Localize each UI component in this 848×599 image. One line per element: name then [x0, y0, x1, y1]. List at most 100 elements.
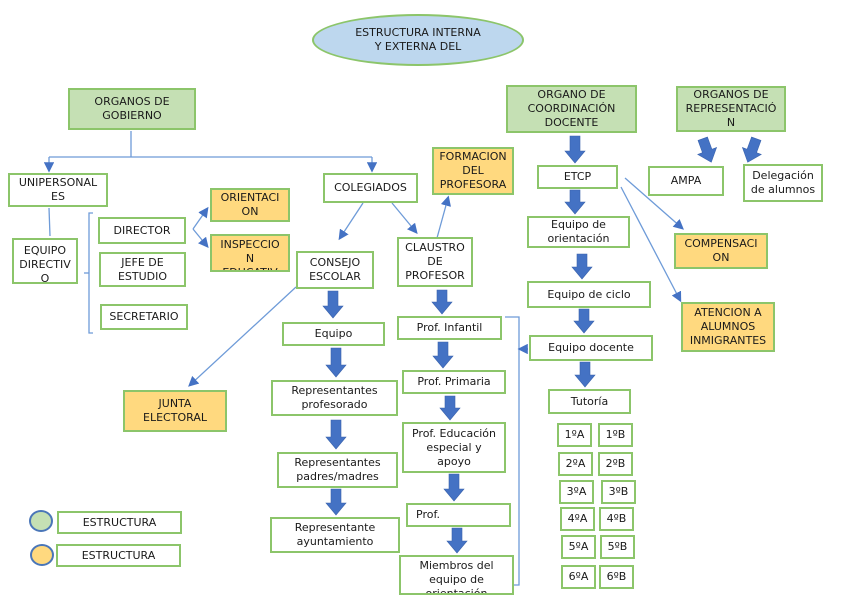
- atencion-box[interactable]: ATENCION A ALUMNOS INMIGRANTES: [681, 302, 775, 352]
- legend-green-dot: [29, 510, 53, 532]
- block-arrow-profesorado-padres: [325, 419, 347, 450]
- claustro-label: CLAUSTRO DE PROFESOR: [405, 241, 465, 282]
- colegiados-box[interactable]: COLEGIADOS: [323, 173, 418, 203]
- grupo-label: 2ºA: [565, 457, 586, 470]
- grupo-label: 4ºB: [606, 512, 627, 525]
- line-unipersonales-equipo: [48, 207, 51, 237]
- arrow-etcp-compensacion: [624, 177, 684, 230]
- formacion-box[interactable]: FORMACION DEL PROFESORA: [432, 147, 514, 195]
- claustro-box[interactable]: CLAUSTRO DE PROFESOR: [397, 237, 473, 287]
- chain-equipo-orientacion[interactable]: Equipo de orientación: [527, 216, 630, 248]
- consejo-item-equipo[interactable]: Equipo: [282, 322, 385, 346]
- equipo-directivo-box[interactable]: EQUIPO DIRECTIV O: [12, 238, 78, 284]
- secretario-box[interactable]: SECRETARIO: [100, 304, 188, 330]
- grupo-2ºA[interactable]: 2ºA: [558, 452, 593, 476]
- claustro-item-prof[interactable]: Prof.: [406, 503, 511, 527]
- claustro-item-label: Prof. Educación especial y apoyo: [411, 426, 496, 468]
- consejo-escolar-label: CONSEJO ESCOLAR: [309, 256, 361, 283]
- orientacion-label: ORIENTACI ON: [220, 191, 280, 218]
- arrow-etcp-atencion: [620, 186, 682, 303]
- grupo-label: 2ºB: [605, 457, 626, 470]
- arrow-claustro-formacion: [436, 195, 451, 239]
- grupo-1ºB[interactable]: 1ºB: [598, 423, 633, 447]
- chain-label: Tutoría: [570, 394, 609, 408]
- arrow-colegiados-claustro: [391, 202, 418, 235]
- chain-tutoria[interactable]: Tutoría: [548, 389, 631, 414]
- delegacion-label: Delegación de alumnos: [750, 169, 816, 196]
- grupo-4ºA[interactable]: 4ºA: [560, 507, 595, 531]
- block-arrow-etcp-orientacion: [564, 189, 586, 215]
- legend-item-yellow: ESTRUCTURA: [56, 544, 181, 567]
- jefe-estudio-label: JEFE DE ESTUDIO: [117, 255, 168, 283]
- consejo-item-label: Representantes profesorado: [291, 384, 378, 411]
- grupo-6ºA[interactable]: 6ºA: [561, 565, 596, 589]
- compensacion-box[interactable]: COMPENSACI ON: [674, 233, 768, 269]
- delegacion-box[interactable]: Delegación de alumnos: [743, 164, 823, 202]
- consejo-escolar-box[interactable]: CONSEJO ESCOLAR: [296, 251, 374, 289]
- claustro-item-label: Prof.: [416, 508, 441, 521]
- grupo-4ºB[interactable]: 4ºB: [599, 507, 634, 531]
- organos-representacion-box[interactable]: ORGANOS DE REPRESENTACIÓ N: [676, 86, 786, 132]
- ampa-box[interactable]: AMPA: [648, 166, 724, 196]
- grupo-1ºA[interactable]: 1ºA: [557, 423, 592, 447]
- claustro-item-primaria[interactable]: Prof. Primaria: [402, 370, 506, 394]
- block-arrow-prof-miembros: [446, 527, 468, 554]
- block-arrow-representacion-ampa: [697, 136, 718, 163]
- grupo-label: 5ºA: [568, 540, 589, 553]
- inspeccion-box[interactable]: INSPECCIO N EDUCATIV: [210, 234, 290, 272]
- equipo-directivo-label: EQUIPO DIRECTIV O: [19, 244, 71, 284]
- organo-coordinacion-box[interactable]: ORGANO DE COORDINACIÓN DOCENTE: [506, 85, 637, 133]
- block-arrow-especial-prof: [443, 473, 465, 502]
- junta-electoral-label: JUNTA ELECTORAL: [143, 397, 207, 424]
- title-text: ESTRUCTURA INTERNA Y EXTERNA DEL: [355, 26, 481, 53]
- block-arrow-docente-tutoria: [574, 361, 596, 388]
- etcp-label: ETCP: [563, 170, 592, 183]
- grupo-label: 1ºB: [605, 428, 626, 441]
- ampa-label: AMPA: [670, 174, 702, 187]
- grupo-2ºB[interactable]: 2ºB: [598, 452, 633, 476]
- chain-equipo-ciclo[interactable]: Equipo de ciclo: [527, 281, 651, 308]
- arrow-director-inspeccion: [192, 228, 209, 249]
- consejo-item-label: Representante ayuntamiento: [294, 521, 376, 548]
- legend-item-green: ESTRUCTURA: [57, 511, 182, 534]
- claustro-item-miembros-orientacion[interactable]: Miembros del equipo de orientación: [399, 555, 514, 595]
- grupo-label: 6ºA: [568, 570, 589, 583]
- chain-equipo-docente[interactable]: Equipo docente: [529, 335, 653, 361]
- inspeccion-label: INSPECCIO N EDUCATIV: [220, 238, 280, 270]
- orientacion-box[interactable]: ORIENTACI ON: [210, 188, 290, 222]
- organos-gobierno-box[interactable]: ORGANOS DE GOBIERNO: [68, 88, 196, 130]
- consejo-item-representantes-profesorado[interactable]: Representantes profesorado: [271, 380, 398, 416]
- legend-label: ESTRUCTURA: [81, 548, 156, 562]
- grupo-label: 3ºB: [608, 485, 629, 498]
- block-arrow-representacion-delegacion: [741, 136, 762, 163]
- block-arrow-ciclo-docente: [573, 308, 595, 334]
- junta-electoral-box[interactable]: JUNTA ELECTORAL: [123, 390, 227, 432]
- arrow-colegiados-consejo: [338, 202, 364, 241]
- claustro-item-label: Prof. Primaria: [417, 375, 491, 388]
- organos-representacion-label: ORGANOS DE REPRESENTACIÓ N: [685, 88, 777, 129]
- grupo-label: 5ºB: [607, 540, 628, 553]
- grupo-6ºB[interactable]: 6ºB: [599, 565, 634, 589]
- grupo-5ºB[interactable]: 5ºB: [600, 535, 635, 559]
- chain-label: Equipo de orientación: [547, 218, 610, 245]
- legend-label: ESTRUCTURA: [82, 515, 157, 529]
- jefe-estudio-box[interactable]: JEFE DE ESTUDIO: [99, 252, 186, 287]
- grupo-3ºB[interactable]: 3ºB: [601, 480, 636, 504]
- consejo-item-representante-ayuntamiento[interactable]: Representante ayuntamiento: [270, 517, 400, 553]
- block-arrow-consejo-equipo: [322, 290, 344, 319]
- arrow-consejo-junta: [188, 286, 297, 387]
- unipersonales-box[interactable]: UNIPERSONAL ES: [8, 173, 108, 207]
- compensacion-label: COMPENSACI ON: [684, 237, 758, 264]
- grupo-label: 4ºA: [567, 512, 588, 525]
- grupo-label: 1ºA: [564, 428, 585, 441]
- grupo-5ºA[interactable]: 5ºA: [561, 535, 596, 559]
- secretario-label: SECRETARIO: [109, 310, 179, 323]
- etcp-box[interactable]: ETCP: [537, 165, 618, 189]
- grupo-label: 6ºB: [606, 570, 627, 583]
- block-arrow-claustro-infantil: [431, 289, 453, 315]
- claustro-item-infantil[interactable]: Prof. Infantil: [397, 316, 502, 340]
- consejo-item-representantes-padres[interactable]: Representantes padres/madres: [277, 452, 398, 488]
- director-box[interactable]: DIRECTOR: [98, 217, 186, 244]
- grupo-3ºA[interactable]: 3ºA: [559, 480, 594, 504]
- claustro-item-educacion-especial[interactable]: Prof. Educación especial y apoyo: [402, 422, 506, 473]
